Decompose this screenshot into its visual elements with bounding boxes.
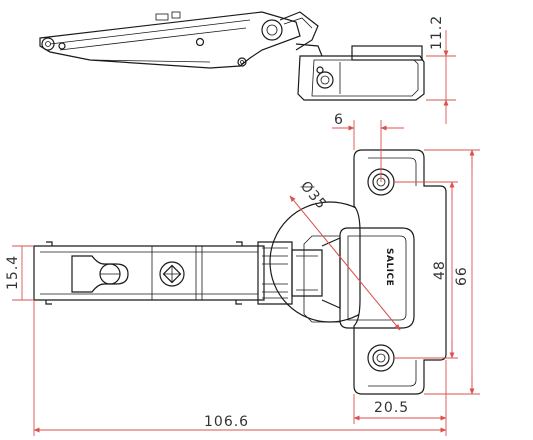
dimension-overall-length bbox=[33, 300, 447, 436]
dimension-plate-depth bbox=[353, 360, 447, 424]
dimension-height-side-label: 11.2 bbox=[429, 15, 445, 50]
side-view-hinge bbox=[39, 11, 425, 101]
dimension-hole-spacing bbox=[394, 181, 458, 359]
dimension-plate-length bbox=[424, 149, 480, 395]
dimension-plate-length-label: 66 bbox=[454, 266, 470, 286]
top-view-hinge bbox=[33, 149, 447, 395]
dimension-arm-width bbox=[12, 245, 34, 301]
dimension-hole-offset-label: 6 bbox=[334, 112, 344, 128]
dimension-plate-depth-label: 20.5 bbox=[374, 400, 409, 416]
dimension-cup-diameter-label: Ø35 bbox=[297, 178, 330, 213]
dimension-hole-spacing-label: 48 bbox=[432, 260, 448, 280]
dimension-hole-offset bbox=[332, 120, 404, 182]
dimension-cup-diameter bbox=[289, 195, 401, 331]
dimension-arm-width-label: 15.4 bbox=[5, 255, 21, 290]
dimension-overall-length-label: 106.6 bbox=[204, 414, 249, 430]
dimension-height-side bbox=[426, 30, 456, 124]
brand-mark: SALICE bbox=[384, 248, 394, 286]
